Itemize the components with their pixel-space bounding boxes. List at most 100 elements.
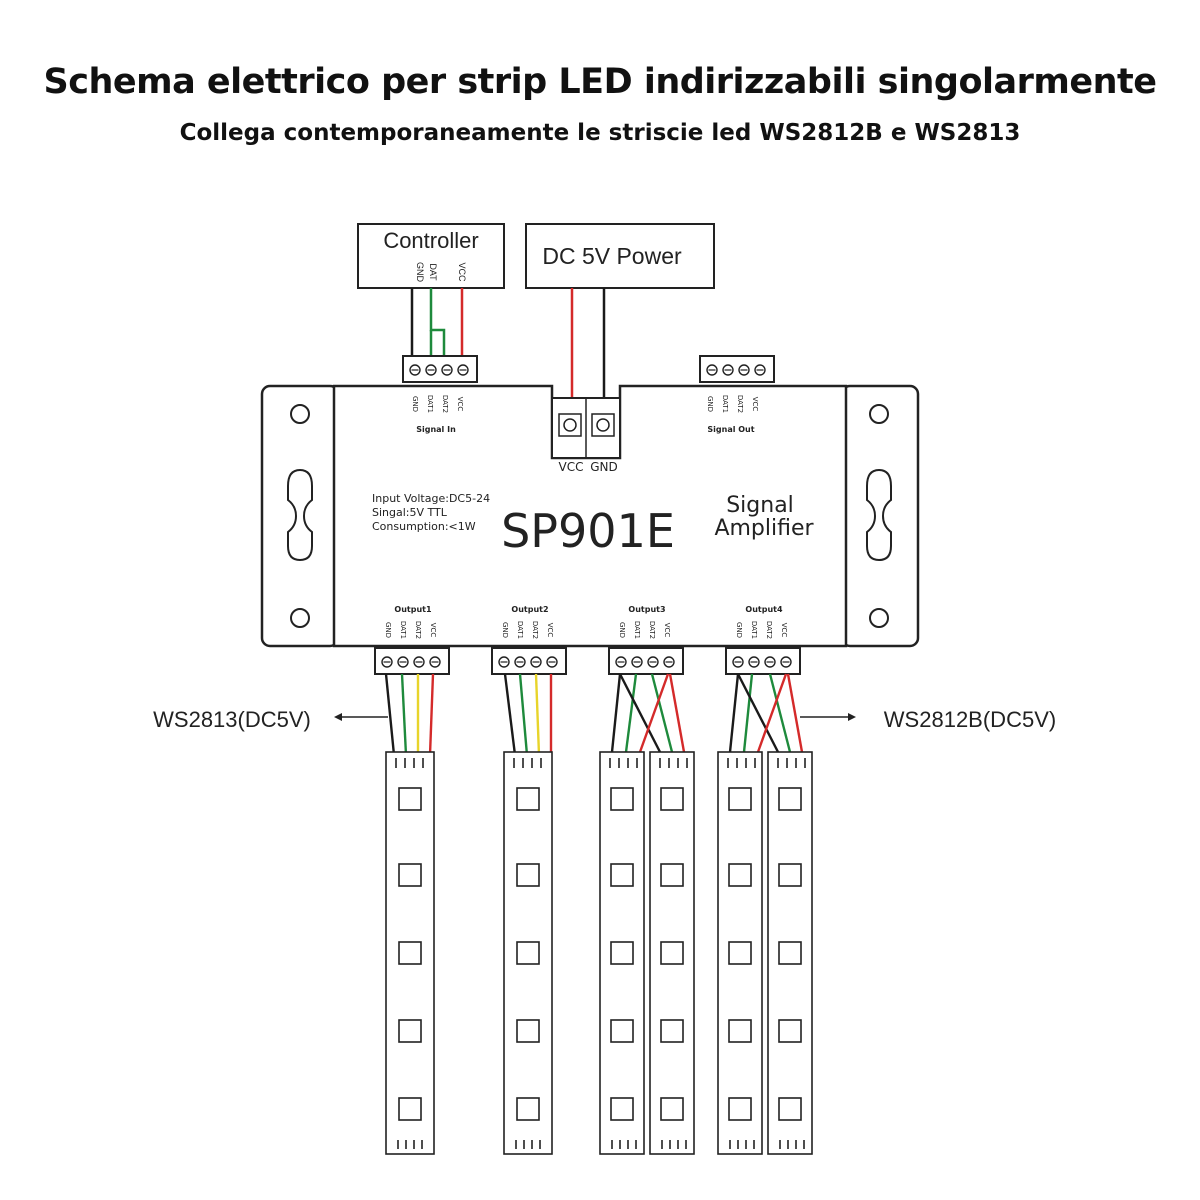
- power-box: DC 5V Power: [525, 223, 715, 289]
- led-chip: [516, 1019, 540, 1043]
- output4-pin-labels: GND DAT1 DAT2 VCC: [735, 621, 788, 639]
- output3-pin-labels: GND DAT1 DAT2 VCC: [618, 621, 671, 639]
- spec-input-voltage: Input Voltage:DC5-24: [372, 492, 490, 505]
- power-label: DC 5V Power: [542, 243, 682, 269]
- led-chip: [778, 863, 802, 887]
- output4-label: Output4: [745, 605, 783, 614]
- led-chip: [728, 941, 752, 965]
- led-chip: [660, 1097, 684, 1121]
- output3-terminal: [608, 647, 684, 675]
- mount-hole: [290, 404, 310, 424]
- led-chip: [778, 941, 802, 965]
- right-arrow-icon: [848, 713, 856, 721]
- signal-in-terminal: [402, 355, 478, 383]
- pin-label: GND: [501, 622, 509, 638]
- led-chip: [610, 1019, 634, 1043]
- page-subtitle: Collega contemporaneamente le striscie l…: [179, 120, 1021, 146]
- led-chip: [660, 941, 684, 965]
- pin-label: DAT2: [414, 621, 422, 639]
- controller-pin-gnd: GND: [415, 262, 425, 283]
- pin-label: GND: [735, 622, 743, 638]
- led-chip: [398, 941, 422, 965]
- pin-label: VCC: [546, 623, 554, 638]
- signal-in-label: Signal In: [416, 425, 456, 434]
- spec-consumption: Consumption:<1W: [372, 520, 476, 533]
- model-label: SP901E: [501, 504, 675, 558]
- power-wires: [570, 288, 606, 398]
- controller-wires: [410, 288, 464, 362]
- pin-label: GND: [706, 396, 714, 412]
- pin-label: DAT2: [765, 621, 773, 639]
- pin-label: VCC: [780, 623, 788, 638]
- mount-slot: [866, 468, 892, 562]
- led-chip: [660, 1019, 684, 1043]
- led-chip: [516, 787, 540, 811]
- pin-label: DAT1: [750, 621, 758, 639]
- pin-label: GND: [411, 396, 419, 412]
- signal-out-pin-labels: GND DAT1 DAT2 VCC: [706, 395, 759, 413]
- led-chip: [516, 863, 540, 887]
- pin-label: DAT1: [633, 621, 641, 639]
- led-chip: [660, 787, 684, 811]
- controller-pin-vcc: VCC: [457, 262, 467, 282]
- led-strip-output3a: [599, 751, 645, 1155]
- pin-label: DAT2: [736, 395, 744, 413]
- pin-label: DAT2: [441, 395, 449, 413]
- pin-label: VCC: [751, 397, 759, 412]
- pin-label: VCC: [663, 623, 671, 638]
- led-chip: [660, 863, 684, 887]
- controller-label: Controller: [383, 228, 478, 253]
- led-chip: [398, 787, 422, 811]
- pin-label: GND: [384, 622, 392, 638]
- led-chip: [610, 1097, 634, 1121]
- mount-hole: [869, 608, 889, 628]
- led-chip: [778, 1019, 802, 1043]
- led-chip: [398, 863, 422, 887]
- right-strip-callout: WS2812B(DC5V): [800, 707, 1056, 732]
- led-strip-output1: [385, 751, 435, 1155]
- signal-out-label: Signal Out: [707, 425, 754, 434]
- output2-terminal: [491, 647, 567, 675]
- led-chip: [398, 1019, 422, 1043]
- led-chip: [728, 787, 752, 811]
- controller-pin-dat: DAT: [428, 263, 438, 281]
- pin-label: DAT2: [531, 621, 539, 639]
- mount-hole: [869, 404, 889, 424]
- led-chip: [610, 941, 634, 965]
- output1-label: Output1: [394, 605, 432, 614]
- power-terminal-gnd-label: GND: [590, 460, 618, 474]
- power-terminal-vcc-label: VCC: [559, 460, 584, 474]
- signal-out-terminal: [699, 355, 775, 383]
- led-chip: [398, 1097, 422, 1121]
- led-strip-output2: [503, 751, 553, 1155]
- pin-label: VCC: [456, 397, 464, 412]
- spec-signal: Singal:5V TTL: [372, 506, 448, 519]
- output1-terminal: [374, 647, 450, 675]
- led-chip: [778, 787, 802, 811]
- page-title: Schema elettrico per strip LED indirizza…: [43, 62, 1157, 102]
- led-chip: [778, 1097, 802, 1121]
- mount-slot: [287, 468, 313, 562]
- led-chip: [728, 1019, 752, 1043]
- left-strip-callout: WS2813(DC5V): [153, 707, 388, 732]
- pin-label: DAT1: [721, 395, 729, 413]
- function-label-line1: Signal: [726, 493, 794, 518]
- mount-hole: [290, 608, 310, 628]
- right-strip-label: WS2812B(DC5V): [884, 707, 1056, 732]
- output2-pin-labels: GND DAT1 DAT2 VCC: [501, 621, 554, 639]
- output3-label: Output3: [628, 605, 665, 614]
- led-chip: [516, 941, 540, 965]
- amplifier-device: VCC GND SP901E Signal Amplifier Input Vo…: [260, 384, 920, 648]
- pin-label: DAT1: [516, 621, 524, 639]
- led-chip: [516, 1097, 540, 1121]
- left-strip-label: WS2813(DC5V): [153, 707, 311, 732]
- led-chip: [610, 863, 634, 887]
- led-strip-output4b: [767, 751, 813, 1155]
- pin-label: VCC: [429, 623, 437, 638]
- pin-label: GND: [618, 622, 626, 638]
- pin-label: DAT2: [648, 621, 656, 639]
- led-chip: [610, 787, 634, 811]
- led-strip-output4a: [717, 751, 763, 1155]
